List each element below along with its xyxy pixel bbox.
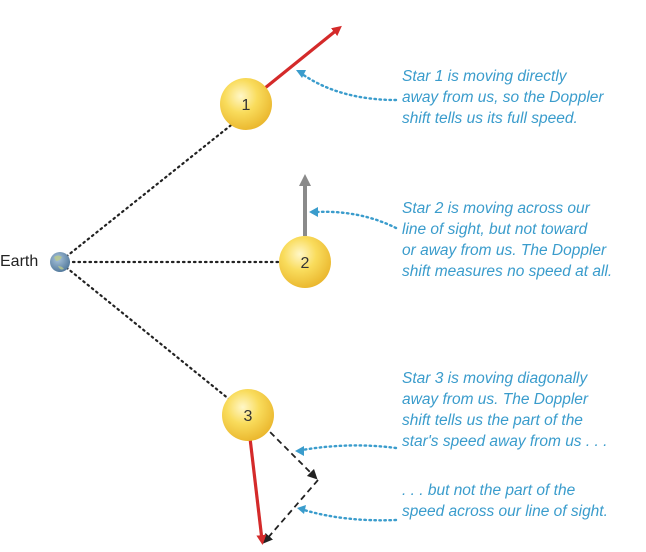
pointer-star3-radial-tip bbox=[295, 446, 304, 456]
star2-label: 2 bbox=[301, 255, 310, 272]
earth-icon bbox=[50, 252, 70, 272]
caption-star3a: Star 3 is moving diagonally away from us… bbox=[402, 368, 607, 452]
star3-velocity-arrow bbox=[248, 437, 267, 545]
caption-star3b: . . . but not the part of the speed acro… bbox=[402, 480, 608, 522]
earth-label: Earth bbox=[0, 253, 39, 270]
caption-line: or away from us. The Doppler bbox=[402, 242, 607, 259]
pointer-star1-tip bbox=[296, 70, 306, 78]
caption-star1: Star 1 is moving directly away from us, … bbox=[402, 66, 604, 129]
caption-line: star's speed away from us . . . bbox=[402, 433, 608, 450]
pointer-star1 bbox=[300, 72, 398, 102]
caption-line: speed across our line of sight. bbox=[402, 503, 608, 520]
caption-line: away from us, so the Doppler bbox=[402, 89, 604, 106]
pointer-star3-transverse-tip bbox=[297, 505, 306, 514]
pointer-star3-radial bbox=[300, 444, 398, 452]
caption-line: away from us. The Doppler bbox=[402, 391, 589, 408]
star1-velocity-arrow bbox=[263, 25, 342, 90]
sightline-star1 bbox=[60, 116, 242, 262]
star3-transverse-component bbox=[262, 479, 319, 544]
caption-line: Star 2 is moving across our bbox=[402, 200, 590, 217]
pointer-star2 bbox=[314, 210, 398, 230]
star3-label: 3 bbox=[244, 408, 253, 425]
star1-circle bbox=[220, 78, 272, 130]
pointer-star2-tip bbox=[309, 207, 318, 217]
caption-line: shift tells us the part of the bbox=[402, 412, 583, 429]
star3-circle bbox=[222, 389, 274, 441]
pointer-star3-transverse bbox=[302, 508, 398, 522]
caption-line: shift tells us its full speed. bbox=[402, 110, 578, 127]
star2-circle bbox=[279, 236, 331, 288]
sightline-star3 bbox=[60, 262, 242, 410]
caption-line: Star 1 is moving directly bbox=[402, 68, 567, 85]
caption-line: line of sight, but not toward bbox=[402, 221, 588, 238]
caption-line: Star 3 is moving diagonally bbox=[402, 370, 588, 387]
earth-land bbox=[54, 255, 64, 270]
caption-line: shift measures no speed at all. bbox=[402, 263, 613, 280]
star1-label: 1 bbox=[242, 97, 251, 114]
caption-star2: Star 2 is moving across our line of sigh… bbox=[402, 198, 612, 282]
caption-line: . . . but not the part of the bbox=[402, 482, 576, 499]
